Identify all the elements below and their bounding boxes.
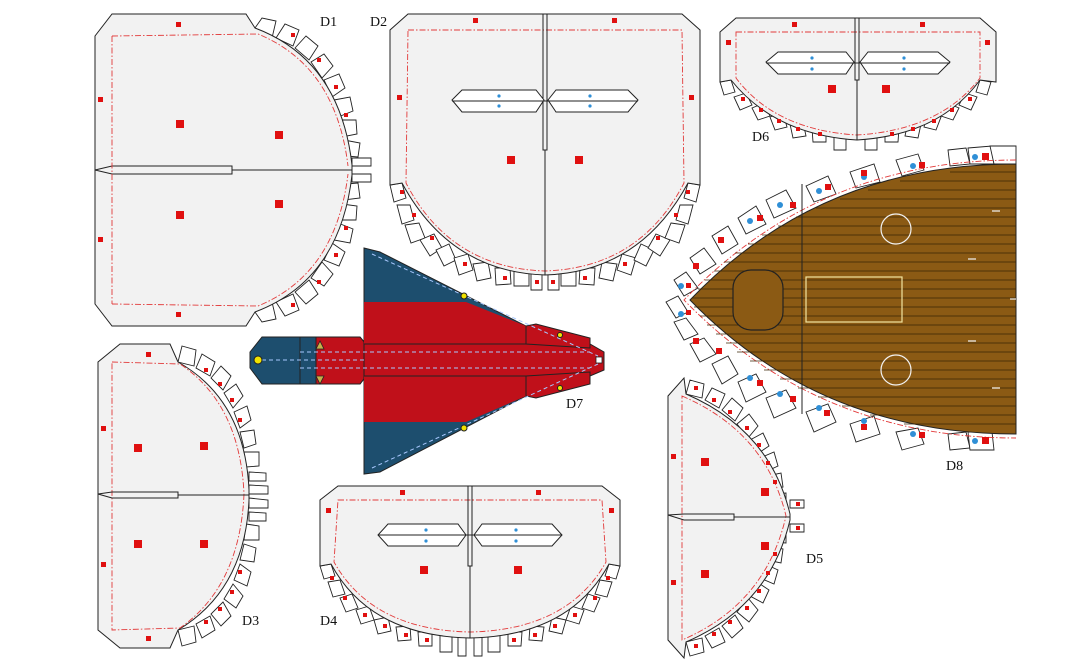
d1-panel [94, 13, 353, 327]
d8-circle-bottom [880, 354, 912, 386]
part-d6: D6 [719, 17, 997, 151]
d7-label: D7 [566, 397, 583, 412]
d3-tabs [177, 345, 269, 647]
d6-panel [719, 17, 997, 141]
part-d4: D4 [319, 485, 621, 657]
d3-label: D3 [242, 614, 259, 629]
d6-label: D6 [752, 130, 769, 145]
d8-label: D8 [946, 459, 963, 474]
d5-label: D5 [806, 552, 823, 567]
d7-wing-bottom-red [364, 376, 526, 422]
d7-nose-dot [253, 355, 263, 365]
d1-glue-mark [176, 22, 181, 27]
d4-center-slit [467, 485, 473, 567]
part-d7: D7 [249, 247, 605, 475]
d8-circle-top [880, 213, 912, 245]
part-d3: D3 [97, 343, 269, 649]
d8-hatch [732, 269, 784, 331]
d7-tail-bottom [525, 371, 591, 399]
part-d5: D5 [667, 376, 823, 660]
part-d2: D2 [370, 13, 701, 291]
d2-panel [389, 13, 701, 276]
d2-label: D2 [370, 15, 387, 30]
d1-label: D1 [320, 15, 337, 30]
part-d8: D8 [665, 145, 1017, 474]
d8-deck-rectangle [805, 276, 903, 323]
d6-center-slit [854, 17, 860, 81]
d5-panel [667, 376, 791, 660]
d4-label: D4 [320, 614, 337, 629]
part-d1: D1 [94, 13, 372, 327]
d3-panel [97, 343, 250, 649]
d2-center-slit [542, 13, 548, 151]
d7-wing-top-red [364, 302, 526, 344]
d7-fuselage [363, 343, 605, 377]
